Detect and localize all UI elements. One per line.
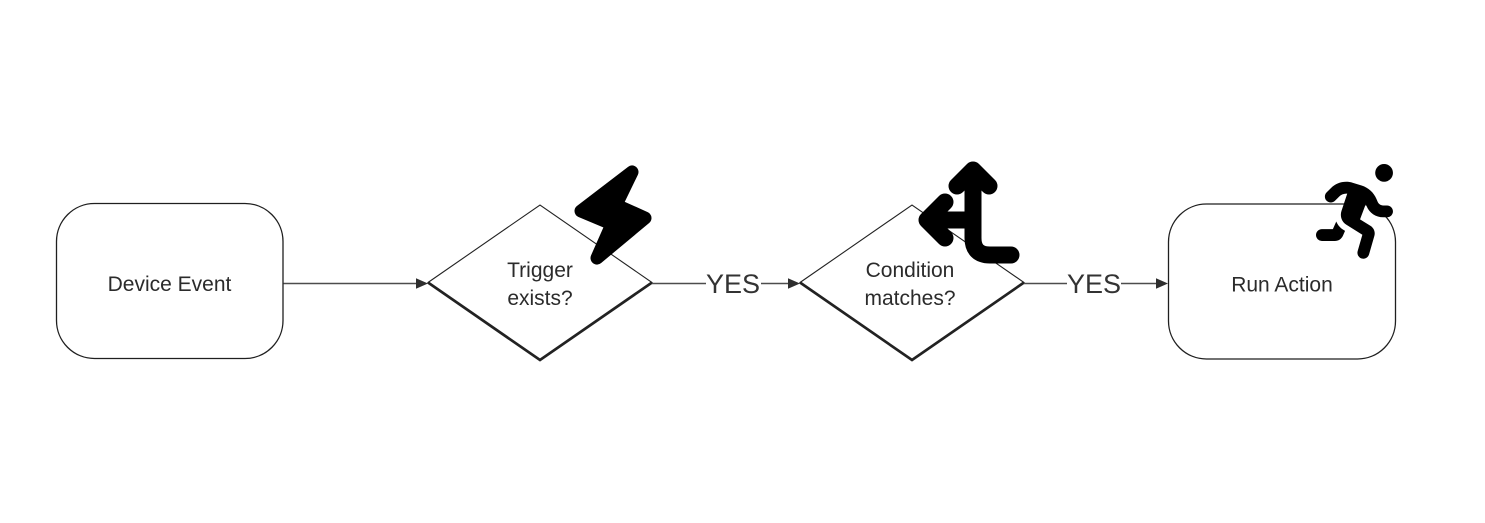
- decision-trigger-exists: Trigger exists?: [427, 204, 653, 362]
- condition-matches-label-line2: matches?: [864, 287, 955, 310]
- edge-label-yes-1: YES: [706, 269, 760, 299]
- condition-matches-diamond-shadow: [799, 281, 1025, 362]
- decision-condition-matches: Condition matches?: [799, 204, 1025, 362]
- lightning-bolt-icon: [574, 165, 652, 265]
- split-arrows-shaft: [964, 167, 1020, 264]
- arrowhead-icon: [1156, 278, 1168, 289]
- condition-matches-diamond: [799, 204, 1025, 361]
- condition-matches-label-line1: Condition: [866, 259, 955, 282]
- trigger-exists-diamond-shadow: [427, 281, 653, 362]
- edge-device-event-to-trigger: [283, 278, 428, 289]
- split-arrows-left-arrowhead: [918, 193, 954, 247]
- edge-trigger-to-condition: YES: [652, 269, 800, 299]
- edge-label-yes-2: YES: [1067, 269, 1121, 299]
- run-action-box: [1167, 203, 1397, 360]
- device-event-box: [55, 202, 284, 360]
- person-running-icon: [1316, 164, 1393, 259]
- arrowhead-icon: [788, 278, 800, 289]
- trigger-exists-label-line2: exists?: [507, 287, 572, 310]
- lightning-bolt-shape: [574, 165, 652, 265]
- run-action-label: Run Action: [1231, 274, 1333, 297]
- split-arrows-up-arrowhead: [948, 161, 998, 195]
- trigger-exists-label-line1: Trigger: [507, 259, 573, 282]
- arrowhead-icon: [416, 278, 428, 289]
- split-arrows-icon: [918, 161, 1020, 264]
- node-run-action: Run Action: [1167, 203, 1397, 360]
- device-event-label: Device Event: [108, 273, 232, 296]
- edge-condition-to-run-action: YES: [1024, 269, 1168, 299]
- node-device-event: Device Event: [55, 202, 284, 360]
- person-running-shape: [1316, 164, 1393, 259]
